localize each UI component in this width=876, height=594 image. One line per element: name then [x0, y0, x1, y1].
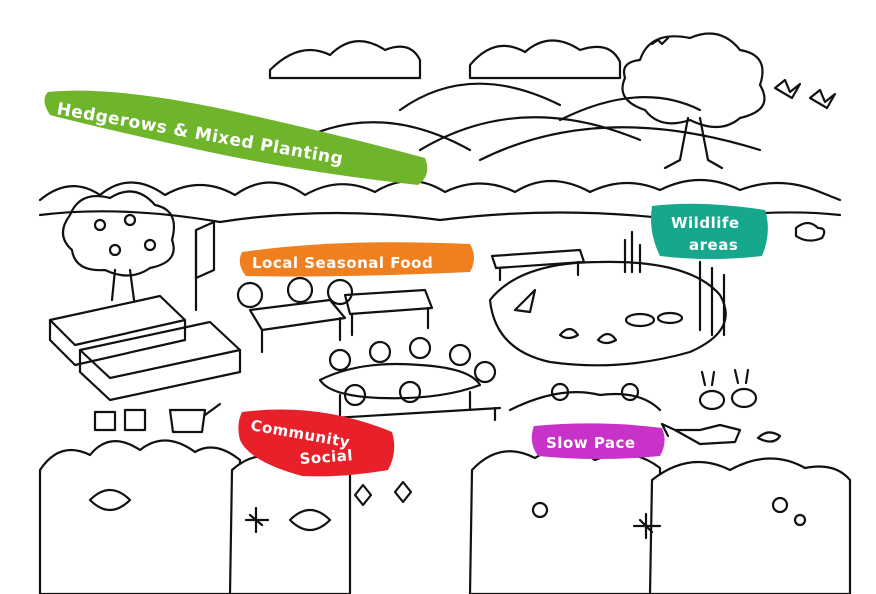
- fox-icon: [660, 422, 742, 446]
- foreground-bushes: [38, 439, 852, 594]
- wildlife-label: Wildlife areas: [651, 203, 768, 259]
- raised-bed-icon: [48, 294, 242, 402]
- relaxing-people: [508, 382, 662, 412]
- community-label-line2: Social: [299, 446, 354, 468]
- food-label-text: Local Seasonal Food: [252, 254, 433, 272]
- tree-icon: [621, 32, 766, 170]
- apple-tree-icon: [61, 190, 176, 302]
- bird-icon: [756, 431, 782, 443]
- food-label: Local Seasonal Food: [239, 242, 474, 277]
- slow-pace-label-text: Slow Pace: [546, 434, 636, 452]
- community-label: Community Social: [238, 409, 395, 477]
- rabbit-icon: [698, 368, 758, 411]
- bench-icon: [490, 248, 586, 282]
- flag-icon: [194, 220, 216, 312]
- wildlife-label-line2: areas: [689, 236, 738, 254]
- duck-icon: [794, 221, 826, 242]
- butterfly-icon: [650, 36, 837, 110]
- wildlife-label-line1: Wildlife: [671, 214, 740, 232]
- hedgerows-label: Hedgerows & Mixed Planting: [44, 90, 428, 185]
- slow-pace-label: Slow Pace: [531, 423, 665, 459]
- food-table: [236, 276, 434, 354]
- watering-can-icon: [93, 402, 222, 434]
